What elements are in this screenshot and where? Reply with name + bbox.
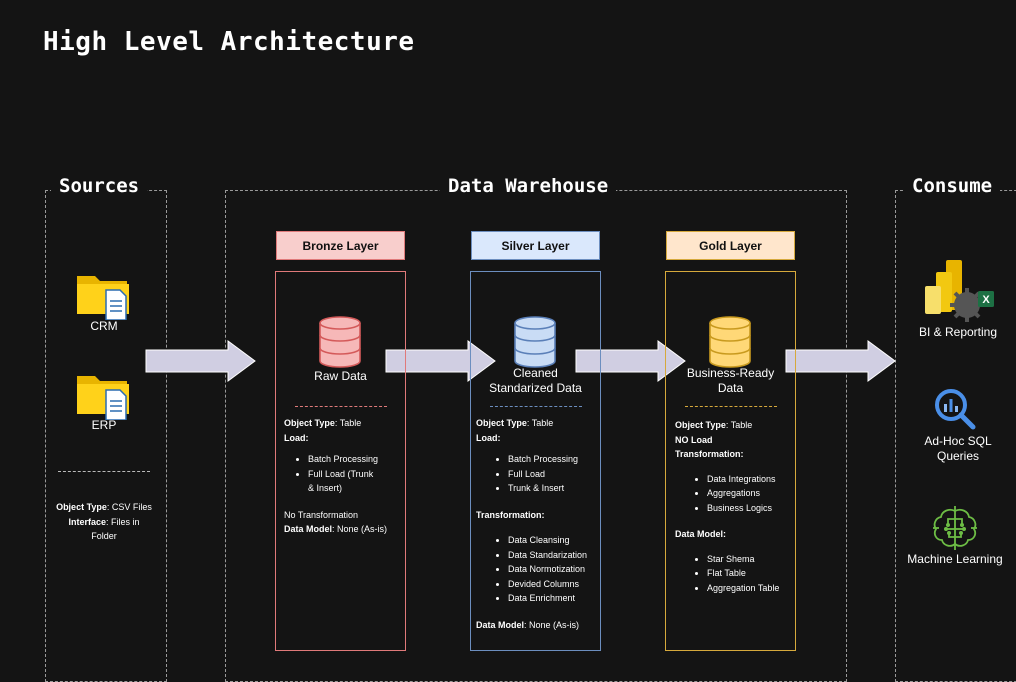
bronze-separator (295, 406, 387, 407)
database-icon (319, 316, 361, 368)
source-crm-label: CRM (90, 319, 118, 333)
silver-details: Object Type: Table Load: Batch Processin… (476, 416, 600, 632)
silver-transform-item: Devided Columns (508, 577, 600, 592)
flow-arrow-sources-to-bronze (145, 340, 256, 382)
silver-load-item: Batch Processing (508, 452, 600, 467)
bronze-details: Object Type: Table Load: Batch Processin… (284, 416, 402, 537)
folder-document-icon (77, 376, 129, 420)
sources-title: Sources (51, 175, 148, 197)
silver-transform-item: Data Standarization (508, 548, 600, 563)
bronze-data-label: Raw Data (314, 369, 367, 383)
database-icon (514, 316, 556, 368)
consume-title: Consume (904, 175, 1001, 197)
gold-model-item: Star Shema (707, 552, 791, 567)
silver-transform-item: Data Normotization (508, 562, 600, 577)
silver-load-item: Full Load (508, 467, 600, 482)
gold-separator (685, 406, 777, 407)
gold-transform-item: Business Logics (707, 501, 791, 516)
bronze-load-item: Batch Processing (308, 452, 402, 467)
gold-layer-header: Gold Layer (666, 231, 795, 260)
silver-separator (490, 406, 582, 407)
gold-model-item: Aggregation Table (707, 581, 791, 596)
silver-layer-header: Silver Layer (471, 231, 600, 260)
silver-load-item: Trunk & Insert (508, 481, 600, 496)
brain-circuit-icon (933, 506, 977, 550)
bronze-no-transform: No Transformation (284, 509, 359, 520)
sources-zone (45, 190, 167, 682)
bronze-load-item: Full Load (Trunk& Insert) (308, 467, 402, 496)
flow-arrow-silver-to-gold (575, 340, 686, 382)
flow-arrow-bronze-to-silver (385, 340, 496, 382)
database-icon (709, 316, 751, 368)
power-bi-excel-icon: X (925, 260, 994, 322)
silver-transform-item: Data Enrichment (508, 591, 600, 606)
gold-no-load: NO Load (675, 434, 713, 445)
gold-details: Object Type: Table NO Load Transformatio… (675, 418, 791, 603)
bronze-layer-box (275, 271, 406, 651)
consume-bi-label: BI & Reporting (918, 325, 998, 339)
warehouse-title: Data Warehouse (440, 175, 617, 197)
flow-arrow-gold-to-consume (785, 340, 896, 382)
sources-meta: Object Type: CSV Files Interface: Files … (56, 502, 152, 541)
folder-document-icon (77, 276, 129, 320)
search-analytics-icon (935, 389, 976, 430)
sources-separator (58, 471, 150, 472)
gold-layer-box (665, 271, 796, 651)
gold-transform-item: Aggregations (707, 486, 791, 501)
silver-transform-item: Data Cleansing (508, 533, 600, 548)
svg-text:X: X (982, 294, 990, 306)
source-erp-label: ERP (91, 418, 117, 432)
gold-transform-item: Data Integrations (707, 472, 791, 487)
bronze-layer-header: Bronze Layer (276, 231, 405, 260)
page-title: High Level Architecture (43, 27, 415, 57)
consume-ml-label: Machine Learning (907, 552, 1003, 566)
gold-model-item: Flat Table (707, 566, 791, 581)
silver-layer-box (470, 271, 601, 651)
